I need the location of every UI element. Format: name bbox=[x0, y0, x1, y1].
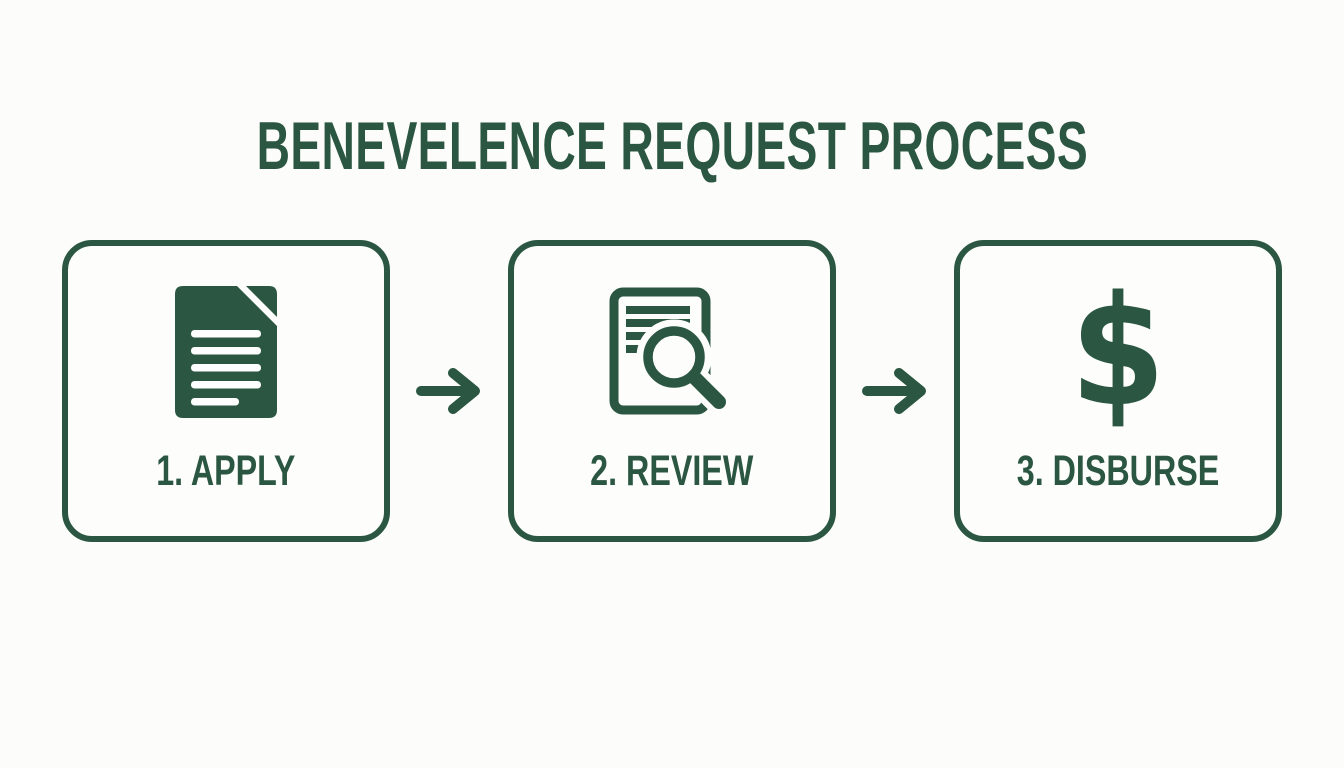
step-label-disburse: 3. DISBURSE bbox=[1016, 447, 1220, 495]
dollar-sign-icon: $ bbox=[1070, 263, 1166, 440]
step-label-review: 2. REVIEW bbox=[590, 447, 754, 495]
step-box-apply: 1. APPLY bbox=[62, 240, 390, 542]
document-icon bbox=[173, 282, 279, 422]
step-box-disburse: $ 3. DISBURSE bbox=[954, 240, 1282, 542]
step-label-apply: 1. APPLY bbox=[156, 447, 296, 495]
arrow-right-icon bbox=[415, 367, 483, 415]
step-box-review: 2. REVIEW bbox=[508, 240, 836, 542]
page-title: BENEVELENCE REQUEST PROCESS bbox=[0, 112, 1344, 180]
document-search-icon bbox=[607, 282, 737, 422]
process-row: 1. APPLY bbox=[62, 240, 1282, 542]
arrow-right-icon bbox=[861, 367, 929, 415]
page-title-text: BENEVELENCE REQUEST PROCESS bbox=[256, 108, 1088, 184]
